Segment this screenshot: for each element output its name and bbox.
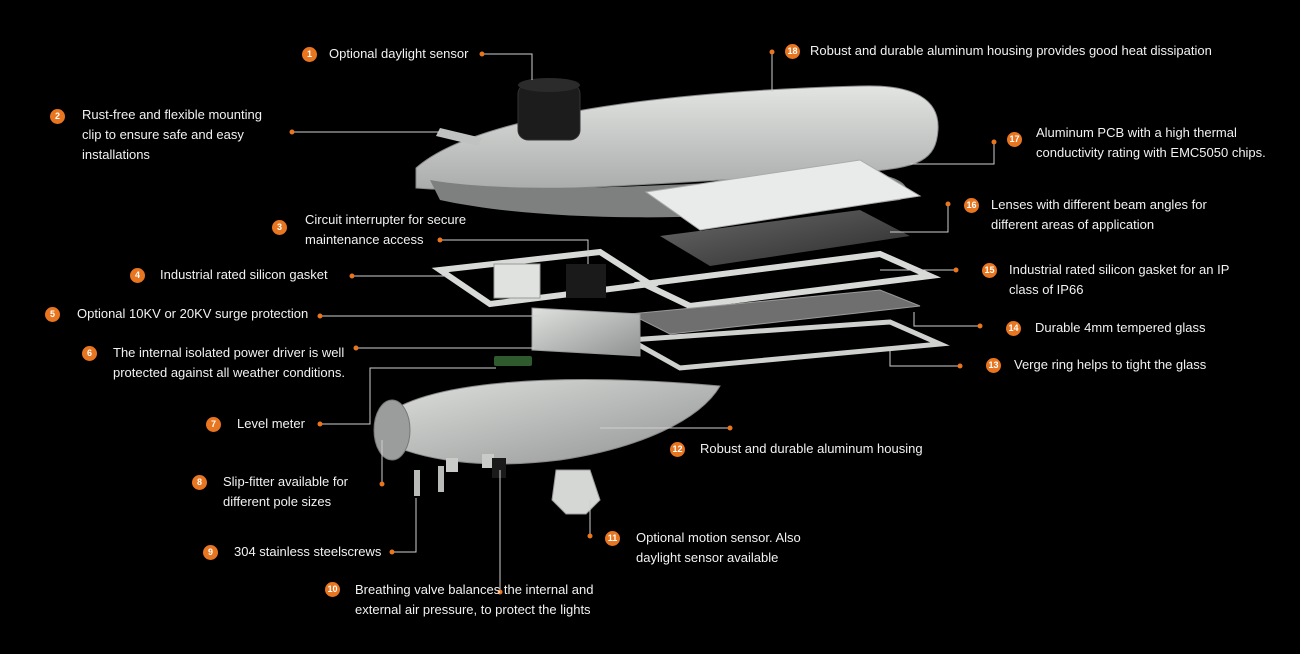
circuit-interrupter <box>566 264 606 298</box>
callout-label-9: 304 stainless steelscrews <box>234 544 382 559</box>
top-housing <box>415 85 939 191</box>
callout-badge-2: 2 <box>50 109 65 124</box>
callout-badge-3: 3 <box>272 220 287 235</box>
callout-badge-7: 7 <box>206 417 221 432</box>
motion-sensor <box>551 469 601 515</box>
callout-label-18: Robust and durable aluminum housing prov… <box>810 43 1212 58</box>
stainless-screw <box>414 470 420 496</box>
callout-label-10: Breathing valve balances the internal an… <box>355 582 594 617</box>
callout-label-5: Optional 10KV or 20KV surge protection <box>77 306 309 321</box>
callout-label-14: Durable 4mm tempered glass <box>1035 320 1206 335</box>
lower-housing <box>379 379 721 465</box>
slip-fitter <box>373 399 411 461</box>
leader-dots <box>289 49 997 595</box>
callout-label-16: Lenses with different beam angles for di… <box>991 197 1207 232</box>
lens-array <box>660 210 910 266</box>
callout-label-2: Rust-free and flexible mounting clip to … <box>82 107 262 162</box>
leader-lines <box>292 52 995 592</box>
callout-label-11: Optional motion sensor. Also daylight se… <box>636 530 801 565</box>
callout-badge-6: 6 <box>82 346 97 361</box>
callout-label-6: The internal isolated power driver is we… <box>113 345 345 380</box>
callout-badge-15: 15 <box>982 263 997 278</box>
callout-badge-5: 5 <box>45 307 60 322</box>
led-pcb <box>644 159 922 231</box>
level-meter <box>494 356 532 366</box>
callout-badge-9: 9 <box>203 545 218 560</box>
tempered-glass <box>628 289 921 335</box>
daylight-sensor <box>517 83 581 141</box>
breathing-valve <box>492 458 506 478</box>
callout-label-3: Circuit interrupter for secure maintenan… <box>305 212 467 247</box>
callout-badge-4: 4 <box>130 268 145 283</box>
callout-label-7: Level meter <box>237 416 305 431</box>
callout-badge-17: 17 <box>1007 132 1022 147</box>
callout-badge-10: 10 <box>325 582 340 597</box>
callout-label-17: Aluminum PCB with a high thermal conduct… <box>1036 125 1266 160</box>
gasket-ring-4 <box>431 248 659 308</box>
callout-badge-16: 16 <box>964 198 979 213</box>
callout-badge-11: 11 <box>605 531 620 546</box>
callout-label-12: Robust and durable aluminum housing <box>700 441 923 456</box>
callout-badge-18: 18 <box>785 44 800 59</box>
callout-badge-8: 8 <box>192 475 207 490</box>
callout-label-1: Optional daylight sensor <box>329 46 469 61</box>
callout-label-8: Slip-fitter available for different pole… <box>223 474 348 509</box>
callout-badge-14: 14 <box>1006 321 1021 336</box>
callout-label-4: Industrial rated silicon gasket <box>160 267 328 282</box>
callout-label-13: Verge ring helps to tight the glass <box>1014 357 1207 372</box>
callout-badge-13: 13 <box>986 358 1001 373</box>
callout-label-15: Industrial rated silicon gasket for an I… <box>1009 262 1230 297</box>
callout-badge-12: 12 <box>670 442 685 457</box>
mounting-clip <box>436 128 482 146</box>
verge-ring <box>621 319 950 371</box>
power-driver <box>531 307 641 357</box>
callout-badge-1: 1 <box>302 47 317 62</box>
gasket-ring-15 <box>633 250 942 310</box>
